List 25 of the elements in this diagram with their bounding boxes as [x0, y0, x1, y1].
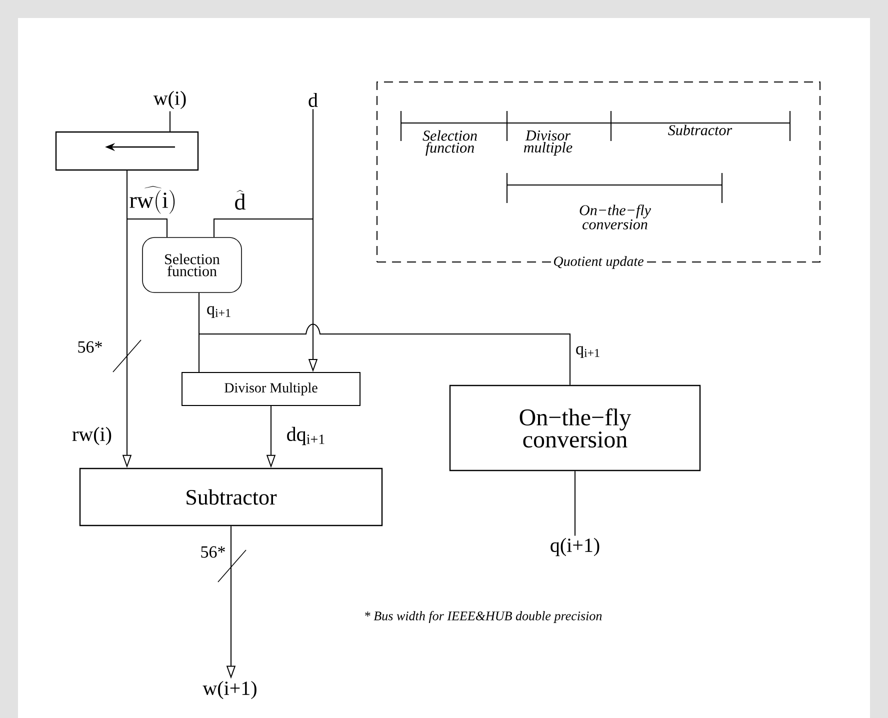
connector [126, 170, 168, 238]
input-label: w(i) [153, 90, 186, 110]
timeline-label: Selection function [422, 130, 477, 156]
timeline-label: On−the−fly conversion [580, 204, 651, 230]
edge-label: rw(i) [72, 426, 112, 446]
edge-label: $\widehat{\mathrm{rw(i)}}$ [130, 186, 175, 214]
footnote: * Bus width for IEEE&HUB double precision [365, 611, 602, 623]
bus-width-label: 56* [201, 546, 225, 558]
bus-width-label: 56* [78, 341, 102, 353]
process-box: Subtractor [79, 468, 383, 526]
shift-register [55, 131, 199, 171]
connector [198, 292, 570, 386]
input-label: d [308, 92, 318, 108]
edge-label: dq$_{i+1}$ [287, 426, 324, 446]
timeline-label: Subtractor [668, 124, 732, 136]
edge-label: q$_{i+1}$ [207, 306, 230, 318]
edge-label: q$_{i+1}$ [576, 346, 600, 358]
edge-label: $\widehat{\mathrm{d}}$ [235, 190, 246, 210]
process-box: Selection function [142, 237, 242, 293]
process-box: Divisor Multiple [182, 372, 360, 406]
process-box: On−the−fly conversion [449, 384, 701, 472]
output-label: q(i+1) [550, 538, 600, 556]
output-label: w(i+1) [202, 680, 256, 700]
connector [574, 470, 576, 536]
timeline-label: Divisor multiple [524, 130, 572, 156]
